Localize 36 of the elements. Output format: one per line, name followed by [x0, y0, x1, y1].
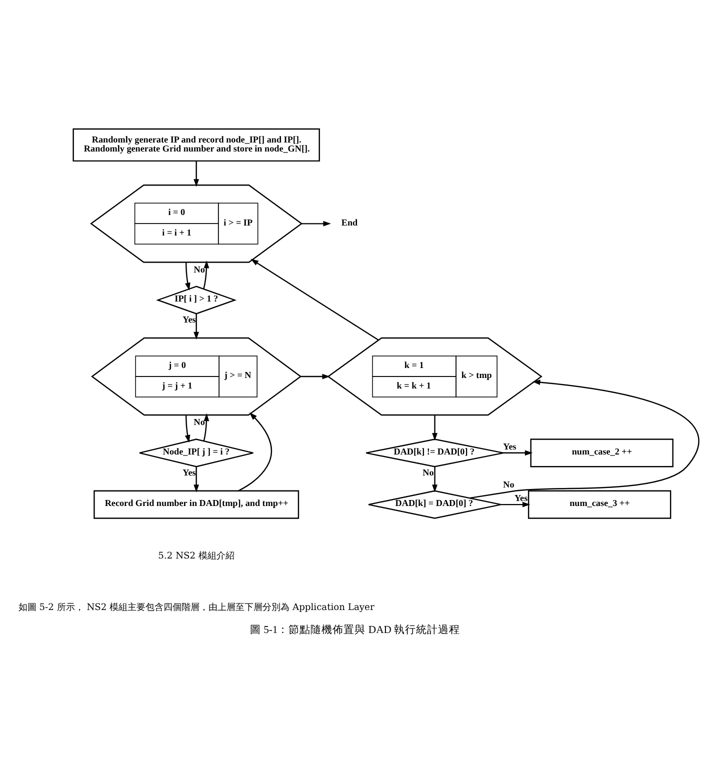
node-diamond: DAD[k] != DAD[0] ?	[365, 438, 504, 467]
arrow	[250, 258, 379, 340]
arrow	[194, 160, 200, 186]
arrow	[184, 414, 190, 442]
arrow	[203, 412, 210, 441]
arrow	[432, 466, 438, 492]
edge-label: Yes	[182, 314, 196, 324]
edge-label: No	[194, 416, 205, 426]
label: 5.2 NS2 模組介紹	[158, 551, 234, 562]
label: 如圖 5-2 所示， NS2 模組主要包含四個階層，由上層至下層分別為 Application Layer	[18, 602, 374, 613]
edge-label: No	[194, 264, 205, 274]
edge-label: Yes	[514, 492, 528, 503]
arrow	[432, 414, 438, 440]
node-box: num_case_3 ++	[528, 490, 672, 518]
arrow	[470, 379, 700, 498]
edge-label: Yes	[182, 466, 196, 477]
node-box: Randomly generate IP and record node_IP[] and IP[]. Randomly generate Grid number and store in node_GN[].	[72, 128, 320, 162]
node-diamond: Node_IP[ j ] = i ?	[138, 438, 254, 467]
caption: 圖 5-1：節點隨機佈置與 DAD 執行統計過程	[250, 624, 460, 636]
arrow	[501, 501, 530, 507]
arrow	[185, 262, 190, 290]
arrow	[302, 220, 331, 226]
edge-label: No	[503, 479, 514, 490]
arrow	[238, 412, 272, 491]
node-diamond: DAD[k] = DAD[0] ?	[368, 490, 502, 518]
arrow	[194, 313, 200, 340]
edge-label: Yes	[503, 441, 516, 452]
node-text: End	[341, 216, 358, 227]
arrow	[300, 373, 330, 379]
arrow	[194, 466, 200, 492]
edge-label: No	[422, 466, 434, 477]
node-diamond: IP[ i ] > 1 ?	[156, 285, 237, 314]
node-box: num_case_2 ++	[530, 438, 674, 467]
arrow	[203, 260, 210, 288]
node-box: Record Grid number in DAD[tmp], and tmp++	[94, 490, 300, 518]
arrow	[503, 450, 533, 456]
